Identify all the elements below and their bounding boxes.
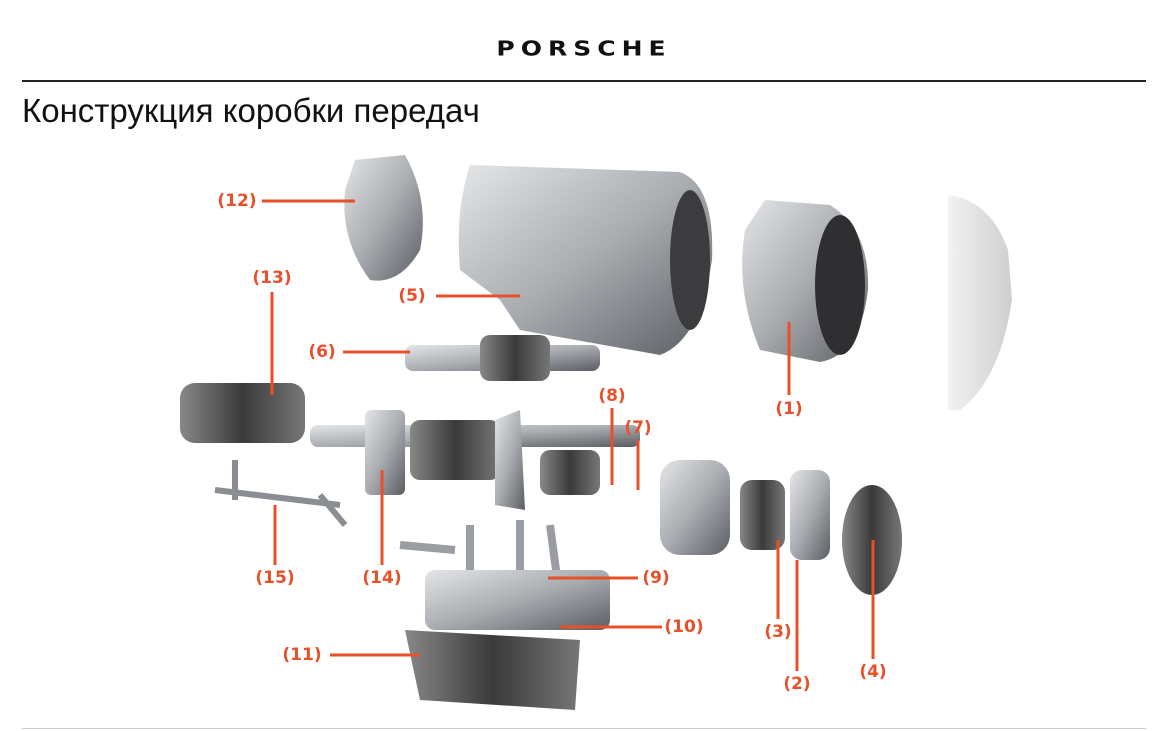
label-12: (12)	[217, 191, 257, 211]
label-5: (5)	[398, 286, 426, 306]
label-13: (13)	[252, 268, 292, 288]
part-5-housing	[458, 165, 713, 355]
label-4: (4)	[859, 662, 887, 682]
label-2: (2)	[783, 674, 811, 694]
porsche-logo: PORSCHE	[496, 36, 672, 61]
label-9: (9)	[642, 568, 670, 588]
part-2-discs	[790, 470, 830, 560]
part-11-oil-pan	[405, 630, 580, 710]
label-3: (3)	[764, 622, 792, 642]
label-11: (11)	[282, 645, 322, 665]
label-10: (10)	[664, 617, 704, 637]
label-14: (14)	[362, 568, 402, 588]
part-12-cover	[344, 155, 423, 281]
footer-divider	[22, 728, 1146, 729]
label-8: (8)	[598, 386, 626, 406]
label-15: (15)	[255, 568, 295, 588]
label-7: (7)	[624, 418, 652, 438]
part-3-discs	[740, 480, 785, 550]
page-title: Конструкция коробки передач	[22, 92, 480, 129]
part-9-forks	[399, 520, 564, 601]
label-6: (6)	[308, 342, 336, 362]
part-clutch-drum	[660, 460, 730, 555]
part-13-clutch	[180, 383, 305, 443]
car-background	[948, 195, 1012, 410]
leader-lines	[262, 199, 875, 671]
part-15-linkage	[214, 460, 348, 527]
part-10-valve-body	[425, 570, 610, 630]
label-1: (1)	[775, 399, 803, 419]
header-divider	[22, 80, 1146, 82]
